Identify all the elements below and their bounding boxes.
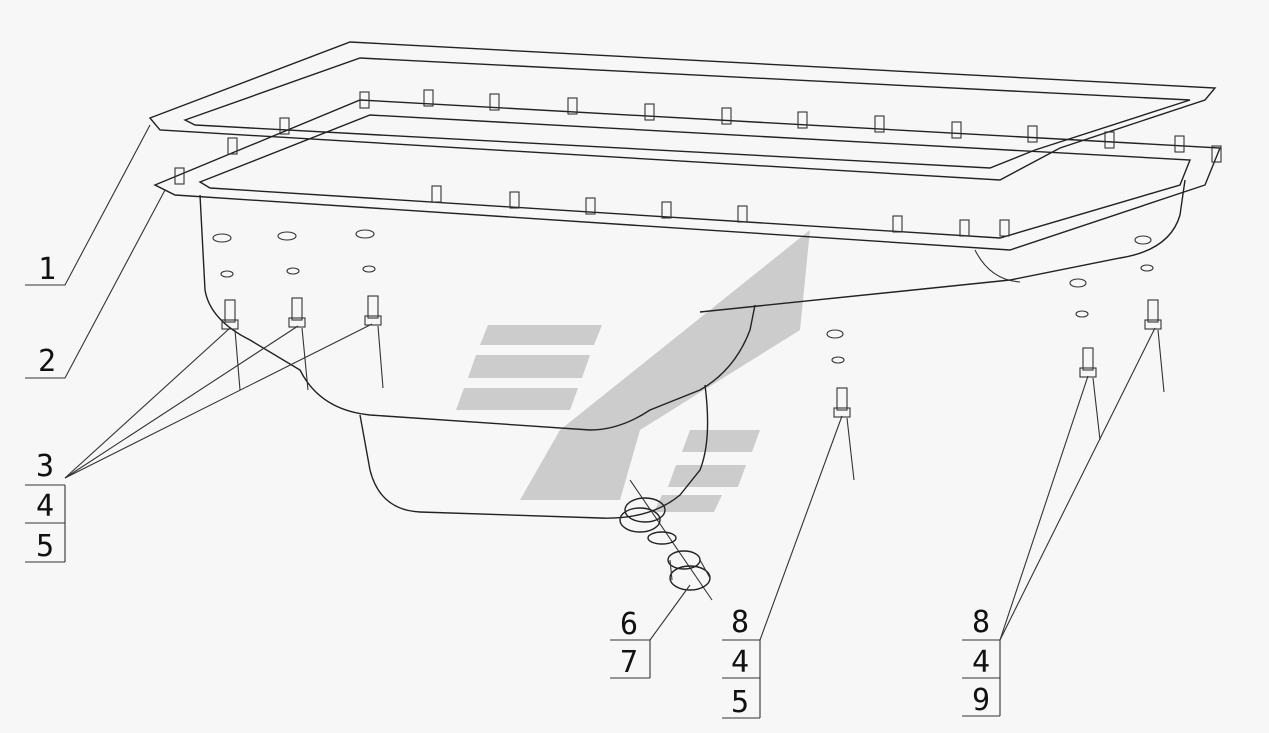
callout-8-4-5: 8 4 5	[722, 605, 761, 720]
oil-pan-body	[199, 179, 1186, 519]
callout-6-label-c: 9	[972, 683, 990, 718]
bolt-stack-right-1	[1069, 278, 1101, 441]
callout-8-4-9: 8 4 9	[962, 605, 1001, 718]
callout-2: 2	[38, 344, 56, 379]
callout-6-label-b: 4	[972, 645, 990, 680]
callout-6-7: 6 7	[610, 607, 651, 680]
callout-4-label-a: 6	[620, 607, 638, 642]
callout-4-label-b: 7	[620, 645, 638, 680]
callout-5-label-a: 8	[731, 605, 749, 640]
callout-6-label-a: 8	[972, 605, 990, 640]
callout-3-4-5: 3 4 5	[25, 449, 66, 564]
drain-plug-assembly	[619, 479, 713, 601]
leader-lines	[25, 124, 1156, 641]
flange-studs	[174, 89, 1222, 237]
callout-3-label-b: 4	[36, 489, 54, 524]
gasket	[148, 41, 1217, 181]
watermark-logo	[456, 230, 810, 512]
oil-pan-flange	[153, 99, 1222, 251]
bolt-stack-left-3	[355, 229, 384, 389]
callout-5-label-b: 4	[731, 645, 749, 680]
callout-1-label: 1	[38, 252, 56, 287]
callout-3-label-a: 3	[36, 449, 54, 484]
callout-1: 1	[38, 252, 56, 287]
callout-2-label: 2	[38, 344, 56, 379]
bolt-stack-right-2	[1134, 235, 1165, 393]
callout-3-label-c: 5	[36, 529, 54, 564]
callout-5-label-c: 5	[731, 685, 749, 720]
bolt-stack-left-1	[212, 233, 241, 391]
bolt-stack-middle	[826, 329, 855, 481]
bolt-stack-left-2	[277, 231, 309, 391]
